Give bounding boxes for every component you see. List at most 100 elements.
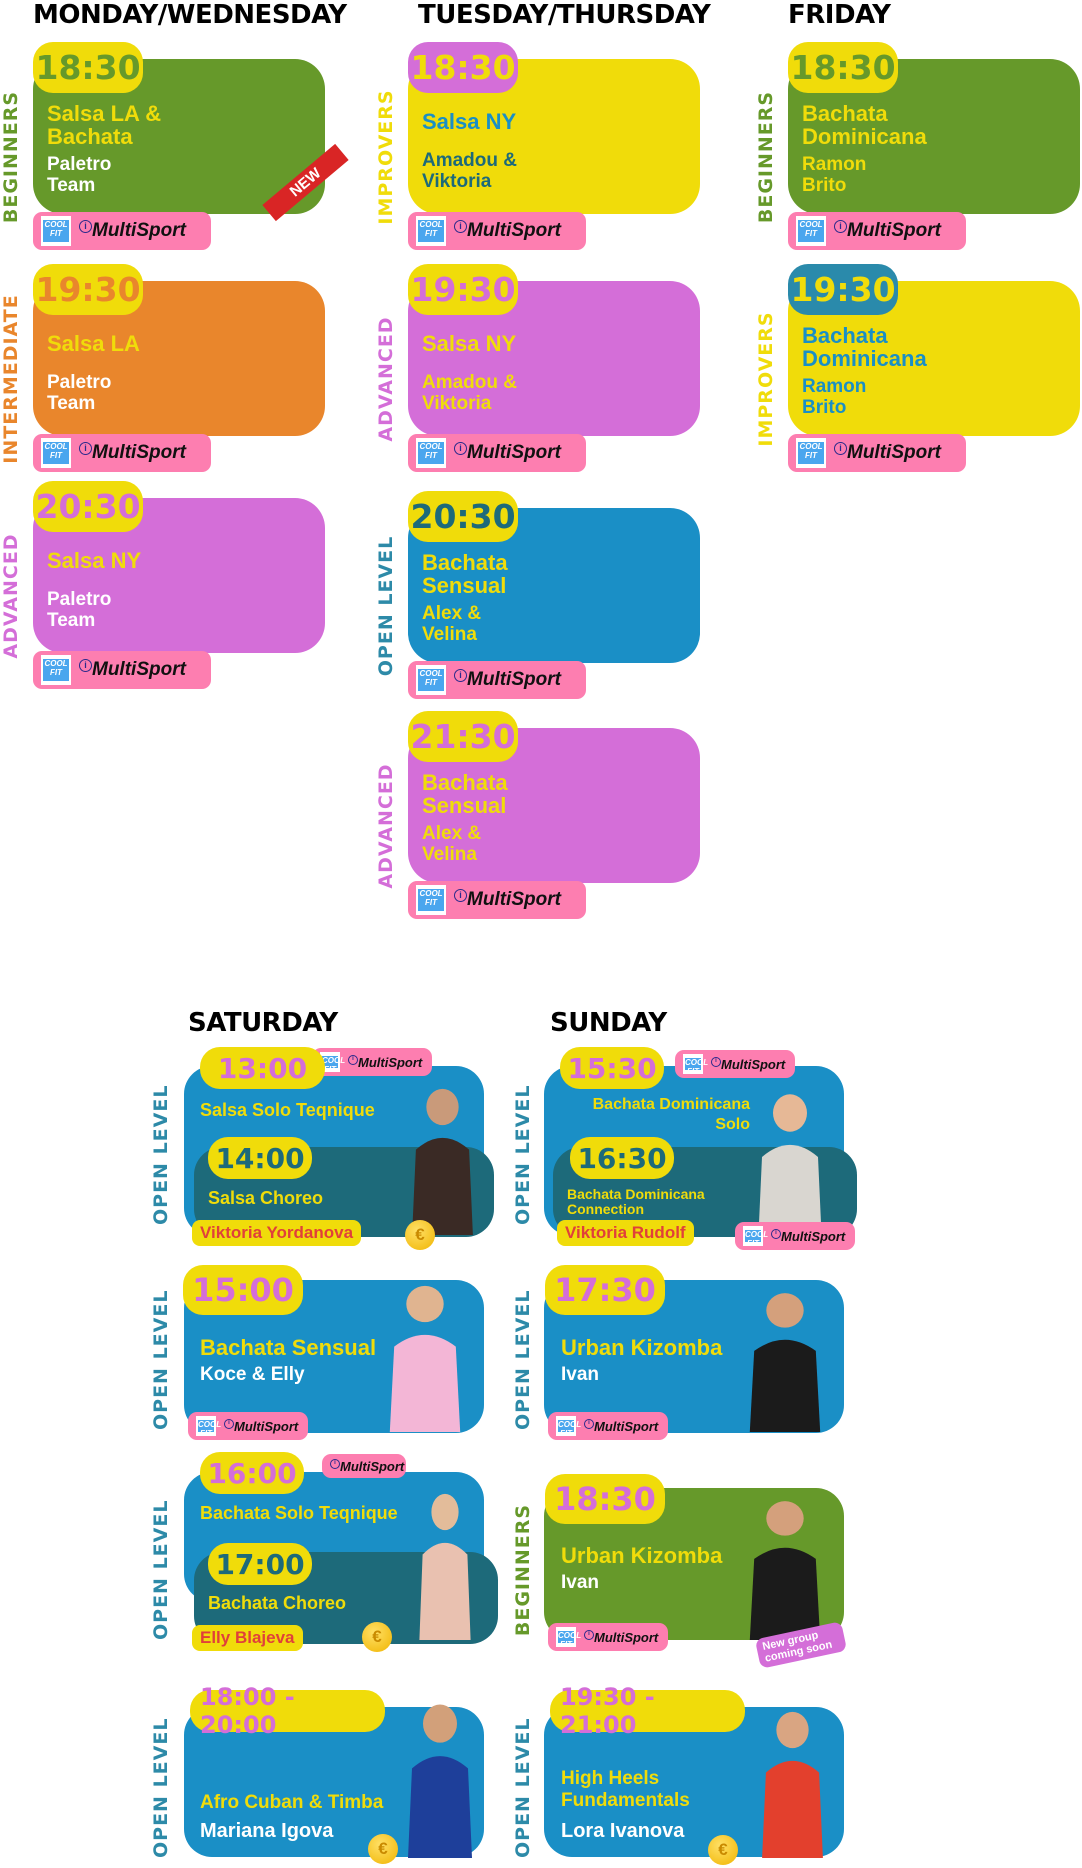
level-label: IMPROVERS — [375, 89, 397, 225]
instructor-photo — [412, 1088, 473, 1235]
class-title: Salsa LA & Bachata — [47, 101, 162, 149]
euro-coin-icon: € — [368, 1834, 398, 1864]
class-title: Bachata Dominicana Solo — [592, 1096, 750, 1133]
class-card[interactable]: 21:30 Bachata Sensual Alex & Velina COOL… — [408, 711, 700, 921]
instructor-name: Alex & Velina — [422, 823, 482, 865]
level-label: IMPROVERS — [755, 311, 777, 447]
level-label: ADVANCED — [375, 763, 397, 889]
class-time: 20:30 — [33, 481, 143, 532]
instructor-name: Lora Ivanova — [561, 1820, 685, 1842]
instructor-name: Ramon Brito — [802, 376, 867, 418]
class-title: Bachata Sensual — [422, 550, 508, 598]
level-label: OPEN LEVEL — [512, 1084, 534, 1225]
class-title: Bachata Dominicana — [802, 101, 927, 149]
instructor-name: Alex & Velina — [422, 603, 482, 645]
instructor-photo — [749, 1293, 821, 1432]
instructor-name: Viktoria Rudolf — [557, 1220, 694, 1246]
euro-coin-icon: € — [708, 1835, 738, 1865]
level-label: OPEN LEVEL — [512, 1717, 534, 1858]
class-title: Salsa Solo Teqnique — [200, 1100, 375, 1120]
level-label: BEGINNERS — [755, 90, 777, 224]
class-time: 19:30 — [33, 264, 143, 315]
instructor-name: Viktoria Yordanova — [192, 1220, 362, 1246]
class-card[interactable]: 18:30 Salsa LA & Bachata Paletro Team NE… — [33, 42, 349, 252]
level-label: OPEN LEVEL — [512, 1289, 534, 1430]
class-title: Salsa NY — [422, 109, 517, 134]
instructor-name: Amadou & Viktoria — [422, 372, 517, 414]
class-title: Salsa LA — [47, 331, 140, 356]
level-label: ADVANCED — [375, 316, 397, 442]
class-time: 16:00 — [200, 1452, 304, 1494]
level-label: OPEN LEVEL — [375, 535, 397, 677]
class-title: Afro Cuban & Timba — [200, 1792, 384, 1813]
level-label: ADVANCED — [0, 533, 22, 659]
level-label: OPEN LEVEL — [150, 1717, 172, 1858]
level-label: OPEN LEVEL — [150, 1084, 172, 1225]
class-time: 20:30 — [408, 491, 518, 542]
instructor-name: Koce & Elly — [200, 1364, 305, 1385]
instructor-photo — [749, 1501, 821, 1640]
class-time: 19:30 — [408, 264, 518, 315]
class-title: Bachata Dominicana Connection — [567, 1186, 705, 1217]
class-card[interactable]: 19:30 Bachata Dominicana Ramon Brito COO… — [788, 264, 1080, 474]
class-title: Salsa NY — [47, 548, 142, 573]
instructor-name: Paletro Team — [47, 154, 112, 196]
instructor-photo — [758, 1094, 822, 1245]
class-time: 18:00 - 20:00 — [190, 1683, 385, 1739]
instructor-name: Paletro Team — [47, 589, 112, 631]
euro-coin-icon: € — [362, 1622, 392, 1652]
class-time: 17:00 — [208, 1543, 312, 1585]
heading-saturday: SATURDAY — [188, 1008, 338, 1038]
class-time: 17:30 — [545, 1265, 665, 1315]
instructor-name: Elly Blajeva — [192, 1625, 303, 1651]
class-card[interactable]: 18:30 Bachata Dominicana Ramon Brito COO… — [788, 42, 1080, 252]
class-time: 18:30 — [545, 1474, 665, 1524]
heading-sunday: SUNDAY — [550, 1008, 667, 1038]
instructor-name: Amadou & Viktoria — [422, 150, 517, 192]
class-time: 18:30 — [408, 42, 518, 93]
instructor-name: Ramon Brito — [802, 154, 867, 196]
class-card[interactable]: 20:30 Bachata Sensual Alex & Velina COOL… — [408, 491, 700, 701]
instructor-name: Ivan — [561, 1364, 600, 1385]
class-time: 15:00 — [183, 1265, 303, 1315]
instructor-photo — [389, 1285, 461, 1432]
class-time: 21:30 — [408, 711, 518, 762]
class-title: Salsa Choreo — [208, 1188, 324, 1208]
class-time: 15:30 — [560, 1047, 664, 1089]
class-time: 16:30 — [570, 1137, 674, 1179]
instructor-name: Mariana Igova — [200, 1820, 334, 1842]
